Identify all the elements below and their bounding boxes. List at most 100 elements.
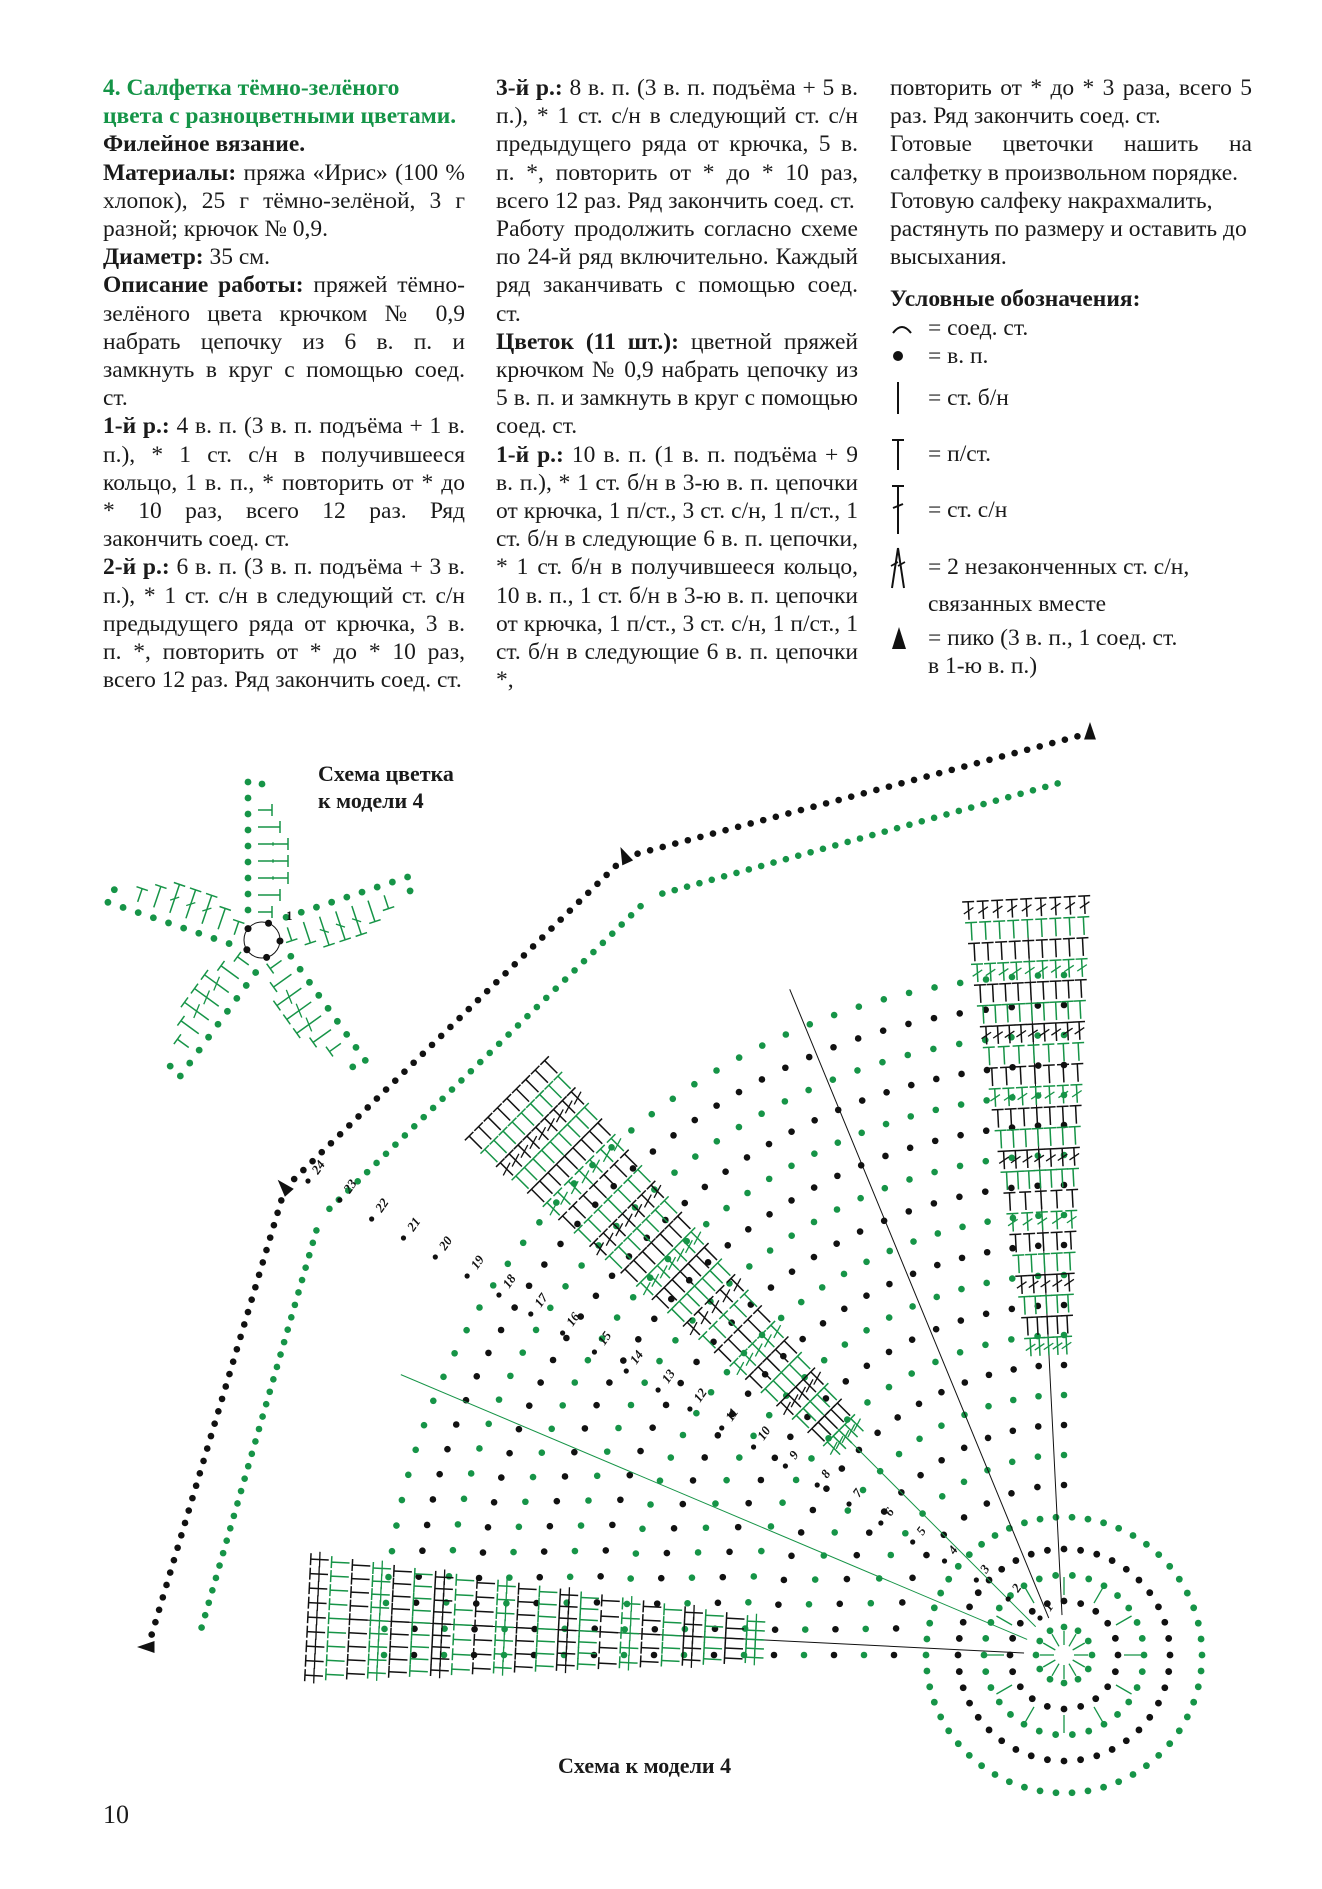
chain-dot xyxy=(134,909,142,917)
chain-dot xyxy=(380,1651,388,1659)
chain-dot xyxy=(608,1272,616,1280)
chain-dot xyxy=(671,840,679,847)
stitch xyxy=(1035,1107,1039,1126)
stitch xyxy=(547,1172,562,1186)
stitch-top xyxy=(637,1246,648,1257)
stitch xyxy=(578,1652,597,1655)
chain-dot xyxy=(844,838,851,846)
chain-dot xyxy=(978,1762,985,1770)
stitch-top xyxy=(619,1641,622,1654)
chain-dot xyxy=(603,871,610,879)
stitch xyxy=(601,1599,620,1603)
chain-dot xyxy=(265,919,273,927)
chain-dot xyxy=(529,1473,537,1481)
chain-dot xyxy=(679,1431,687,1439)
chain-dot xyxy=(689,1317,696,1324)
chain-dot xyxy=(467,1067,475,1075)
chain-dot xyxy=(522,1498,529,1506)
stitch-top xyxy=(452,1633,455,1646)
chain-dot xyxy=(525,1282,533,1290)
stitch xyxy=(453,1623,473,1627)
chain-dot xyxy=(578,1262,585,1269)
stitch xyxy=(722,1314,737,1329)
stitch xyxy=(476,1596,495,1599)
chain-dot xyxy=(838,1465,846,1472)
stitch-cross xyxy=(605,1232,614,1246)
stitch-top xyxy=(232,918,245,925)
chain-dot xyxy=(230,1512,238,1520)
stitch-top xyxy=(1033,1169,1046,1172)
chain-dot xyxy=(713,1067,720,1074)
stitch xyxy=(1024,1129,1027,1148)
stitch-cross xyxy=(798,1386,807,1400)
chain-dot xyxy=(1043,1702,1051,1710)
chain-dot xyxy=(799,1335,806,1343)
stitch-cross xyxy=(1022,1155,1033,1163)
stitch-top xyxy=(598,1641,601,1654)
chain-dot xyxy=(262,1400,270,1408)
stitch-top xyxy=(408,1664,411,1677)
stitch-cross xyxy=(1050,965,1062,973)
stitch-top xyxy=(1007,919,1020,922)
chain-dot xyxy=(800,1651,808,1659)
chain-dot xyxy=(277,1351,284,1358)
flower-row-1-paragraph: 1-й р.: 10 в. п. (1 в. п. подъёма + 9 в.… xyxy=(496,441,858,694)
chain-dot xyxy=(629,1293,637,1301)
chain-dot xyxy=(691,1080,698,1088)
chain-dot xyxy=(476,1304,483,1311)
chain-dot xyxy=(244,874,252,882)
stitch xyxy=(1054,1002,1058,1021)
stitch-top xyxy=(1034,897,1047,900)
stitch-top xyxy=(568,1200,578,1211)
chain-dot xyxy=(295,1289,302,1296)
article-subtitle: Филейное вязание. xyxy=(103,131,306,158)
chain-dot xyxy=(1092,1695,1100,1703)
chain-dot xyxy=(1036,1787,1044,1795)
stitch xyxy=(662,1634,681,1637)
chain-dot xyxy=(906,821,913,829)
chain-dot xyxy=(986,756,993,764)
chain-dot xyxy=(1035,1212,1042,1220)
chain-dot xyxy=(343,1030,351,1038)
chain-dot xyxy=(859,1486,867,1494)
row-number-label: 20 xyxy=(435,1233,456,1253)
stitch xyxy=(233,921,240,935)
stitch-cross xyxy=(689,1321,698,1336)
stitch xyxy=(410,1658,429,1661)
stitch-top xyxy=(568,1142,578,1153)
stitch-top xyxy=(413,1567,416,1580)
stitch xyxy=(391,1620,410,1623)
stitch-top xyxy=(579,1591,583,1604)
chain-dot xyxy=(670,1132,677,1139)
chain-dot xyxy=(1060,1623,1068,1631)
chain-dot xyxy=(553,1497,561,1505)
chain-dot xyxy=(792,1476,800,1484)
chain-dot xyxy=(212,1574,220,1582)
stitch-cross xyxy=(1034,1343,1045,1351)
stitch-top xyxy=(606,1133,616,1144)
stitch xyxy=(1049,1127,1052,1146)
stitch-top xyxy=(452,1618,456,1631)
chain-dot xyxy=(931,1137,939,1145)
stitch xyxy=(811,1428,826,1442)
chain-dot xyxy=(804,1413,811,1421)
chain-dot xyxy=(200,1457,207,1465)
stitch-top xyxy=(367,1653,370,1666)
stitch-top xyxy=(307,1596,310,1609)
chain-dot xyxy=(352,1043,360,1051)
stitch-top xyxy=(200,969,209,981)
stitch xyxy=(664,1608,683,1611)
starch-paragraph: Готовую салфеку накрахмалить, растянуть … xyxy=(890,187,1247,271)
stitch-top xyxy=(664,1220,674,1230)
stitch xyxy=(991,984,995,1003)
chain-dot xyxy=(1115,1778,1123,1786)
stitch xyxy=(757,1309,771,1323)
stitch xyxy=(453,1638,472,1642)
stitch-top xyxy=(1062,979,1075,982)
stitch xyxy=(733,1303,748,1318)
flower-paragraph: Цветок (11 шт.): цветной пряжей крючком … xyxy=(496,328,858,440)
chain-dot xyxy=(313,1227,320,1234)
chain-dot xyxy=(566,907,574,914)
stitch xyxy=(686,1293,701,1307)
stitch-top xyxy=(991,1108,1004,1111)
